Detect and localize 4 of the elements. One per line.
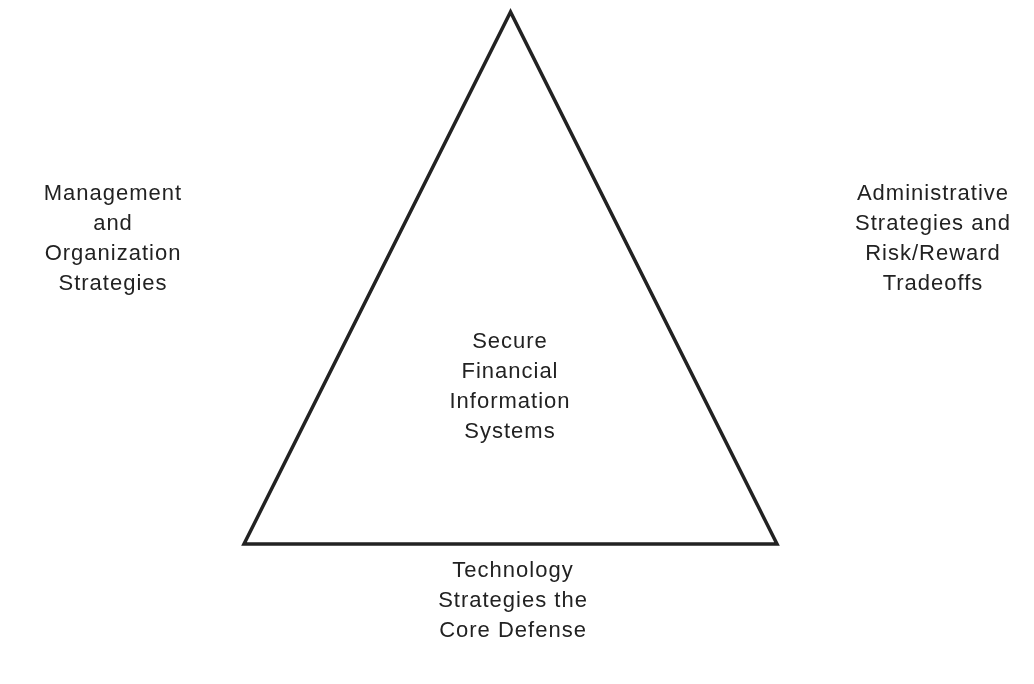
side-label: Administrative Strategies and Risk/Reward Tradeoffs <box>854 179 1012 297</box>
center-text: Secure Financial Information Systems <box>448 327 572 445</box>
side-label: Technology Strategies the Core Defense <box>437 556 589 644</box>
side-label: Management and Organization Strategies <box>42 179 184 297</box>
